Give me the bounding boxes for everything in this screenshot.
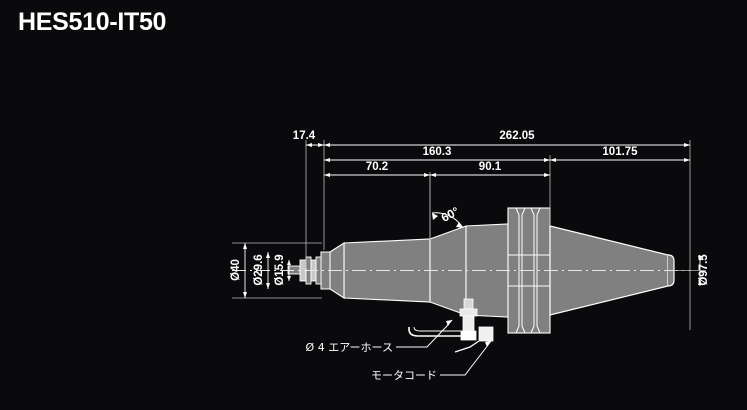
dimlabel-o159: Ø15.9 [274,254,286,285]
dimlabel-70-2: 70.2 [366,161,388,173]
air-hose-leader-arrow [446,320,452,326]
angle-arrow-end [456,222,463,228]
vertical-dimension-group: Ø40 Ø29.6 Ø15.9 Ø97.5 [230,242,710,299]
dimlabel-o296: Ø29.6 [253,254,265,285]
dimarrow-o296-bot [266,283,270,289]
dimlabel-o40: Ø40 [230,259,242,281]
dimarrow-160-left [324,158,330,162]
air-fitting-body [462,315,475,332]
angle-annotation-group: 60° [429,176,464,240]
dimarrow-o40-bot [243,292,247,298]
callout-group: Ø 4 エアーホース モータコード [306,319,492,382]
dimarrow-70-right [424,173,430,177]
dimarrow-o159-bot [287,276,291,281]
air-hose-tube-inner [413,326,461,332]
dimarrow-262-right [684,143,690,147]
dimarrow-o975-top [698,256,702,262]
motor-cord-lead [454,340,480,353]
dimarrow-90-left [430,173,436,177]
motor-cord-leader-arrow [485,341,491,347]
dimlabel-90-1: 90.1 [479,161,502,173]
dimarrow-101-right [684,158,690,162]
dimarrow-262-left [324,143,330,147]
motor-cord-label: モータコード [371,369,437,382]
dimarrow-o159-top [287,260,291,265]
dimarrow-101-left [550,158,556,162]
flange-groove-one [515,207,520,334]
dimarrow-17-4-right [318,143,324,147]
motor-cord-connector [478,326,494,342]
angle-arrow-start [432,213,438,220]
dimarrow-17-4-left [306,143,312,147]
dimarrow-o40-top [243,243,247,249]
air-fitting-hex [459,308,478,317]
page-title: HES510-IT50 [18,8,167,36]
spindle-geometry [232,207,690,353]
air-fitting-stem [463,298,474,310]
dimlabel-17-4: 17.4 [293,130,316,142]
air-hose-leader [396,319,453,348]
dimlabel-160-3: 160.3 [423,146,452,158]
air-hose-label: Ø 4 エアーホース [306,341,393,354]
dimarrow-o296-top [266,252,270,258]
dimarrow-160-right [544,158,550,162]
dimlabel-101-75: 101.75 [602,146,638,158]
motor-cord-leader [440,340,492,376]
dimlabel-o975: Ø97.5 [698,254,710,286]
dimlabel-262-05: 262.05 [499,130,535,142]
horizontal-dimension-group: 17.4 262.05 160.3 101.75 70.2 90.1 [293,130,691,330]
air-fitting-base [460,330,477,341]
flange-groove-two-b [536,207,541,334]
dimarrow-70-left [324,173,330,177]
dimarrow-o975-bot [698,279,702,285]
dimarrow-90-right [544,173,550,177]
air-hose-tube [408,327,461,337]
